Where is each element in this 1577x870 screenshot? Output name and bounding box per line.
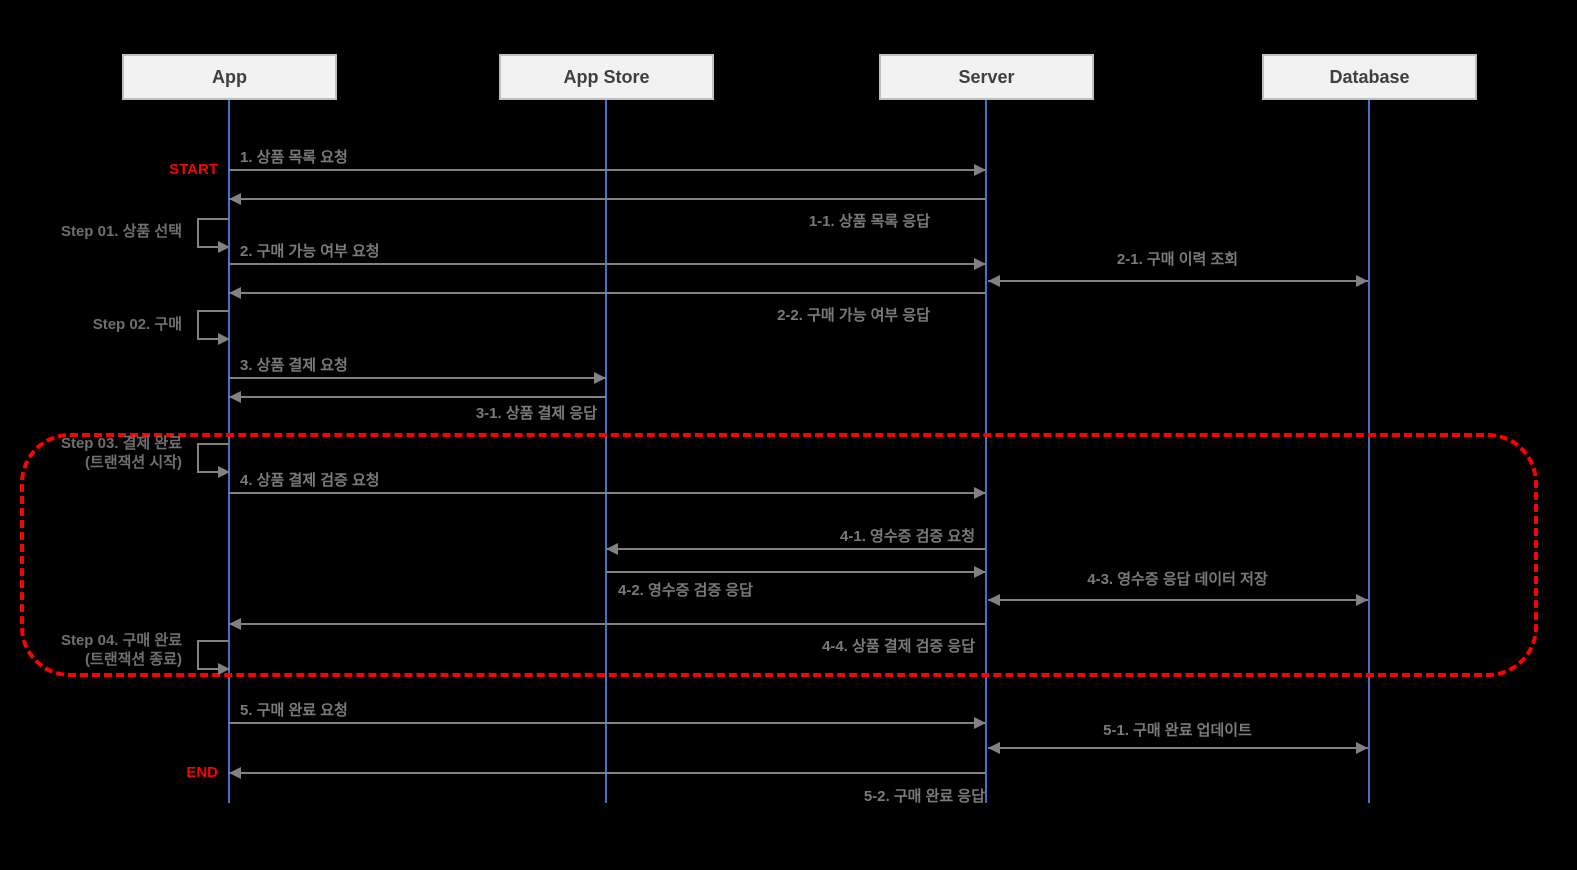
arrow-4-1-receipt-verify-request bbox=[606, 543, 986, 555]
lifeline-database bbox=[1368, 100, 1370, 803]
message-label: 5. 구매 완료 요청 bbox=[240, 702, 348, 719]
actor-label-server: Server bbox=[958, 66, 1015, 87]
message-label: 2-2. 구매 가능 여부 응답 bbox=[777, 307, 930, 324]
actor-box-app: App bbox=[122, 54, 337, 100]
arrow-3-payment-request bbox=[229, 372, 606, 384]
step-label-03: Step 03. 결제 완료 (트랜잭션 시작) bbox=[61, 434, 182, 472]
actor-box-database: Database bbox=[1262, 54, 1477, 100]
transaction-boundary-box bbox=[20, 433, 1538, 677]
arrow-5-1-purchase-complete-update bbox=[988, 742, 1368, 754]
self-loop-step-01 bbox=[197, 218, 230, 253]
arrow-2-2-availability-response bbox=[229, 287, 986, 299]
start-marker: START bbox=[169, 161, 218, 178]
message-label: 4-2. 영수증 검증 응답 bbox=[618, 582, 753, 599]
self-loop-step-02 bbox=[197, 310, 230, 345]
message-label: 3. 상품 결제 요청 bbox=[240, 357, 348, 374]
actor-label-app: App bbox=[212, 66, 247, 87]
step-label-04-title: Step 04. 구매 완료 bbox=[60, 632, 182, 649]
self-loop-step-04 bbox=[197, 640, 230, 675]
arrow-1-product-list-request bbox=[229, 164, 986, 176]
self-loop-step-03 bbox=[197, 443, 230, 478]
message-label: 1-1. 상품 목록 응답 bbox=[808, 213, 930, 230]
actor-label-database: Database bbox=[1329, 66, 1410, 87]
arrow-4-2-receipt-verify-response bbox=[606, 566, 986, 578]
message-label: 4-1. 영수증 검증 요청 bbox=[840, 528, 975, 545]
message-label: 2. 구매 가능 여부 요청 bbox=[240, 243, 380, 260]
actor-box-app-store: App Store bbox=[499, 54, 714, 100]
step-label-04: Step 04. 구매 완료 (트랜잭션 종료) bbox=[61, 631, 182, 669]
actor-label-app-store: App Store bbox=[563, 66, 650, 87]
message-label: 4-3. 영수증 응답 데이터 저장 bbox=[1087, 571, 1268, 588]
message-label: 1. 상품 목록 요청 bbox=[240, 149, 348, 166]
arrow-2-1-purchase-history-lookup bbox=[988, 275, 1368, 287]
step-label-01: Step 01. 상품 선택 bbox=[60, 223, 182, 240]
message-label: 3-1. 상품 결제 응답 bbox=[475, 405, 597, 422]
step-label-02: Step 02. 구매 bbox=[92, 316, 182, 333]
step-label-04-sub: (트랜잭션 종료) bbox=[85, 651, 182, 668]
message-label: 5-1. 구매 완료 업데이트 bbox=[1103, 722, 1252, 739]
arrow-1-1-product-list-response bbox=[229, 193, 986, 205]
arrow-5-2-purchase-complete-response bbox=[229, 767, 986, 779]
arrow-4-4-payment-verify-response bbox=[229, 618, 986, 630]
lifeline-app-store bbox=[605, 100, 607, 803]
message-label: 4. 상품 결제 검증 요청 bbox=[240, 472, 380, 489]
arrow-5-purchase-complete-request bbox=[229, 717, 986, 729]
arrow-4-payment-verify-request bbox=[229, 487, 986, 499]
message-label: 2-1. 구매 이력 조회 bbox=[1116, 251, 1239, 268]
end-marker: END bbox=[186, 764, 218, 781]
step-label-03-title: Step 03. 결제 완료 bbox=[60, 435, 182, 452]
message-label: 5-2. 구매 완료 응답 bbox=[863, 788, 985, 805]
lifeline-server bbox=[985, 100, 987, 803]
lifeline-app bbox=[228, 100, 230, 803]
message-label: 4-4. 상품 결제 검증 응답 bbox=[822, 638, 975, 655]
step-label-03-sub: (트랜잭션 시작) bbox=[85, 454, 182, 471]
arrow-4-3-receipt-data-store bbox=[988, 594, 1368, 606]
arrow-3-1-payment-response bbox=[229, 391, 606, 403]
actor-box-server: Server bbox=[879, 54, 1094, 100]
arrow-2-availability-request bbox=[229, 258, 986, 270]
